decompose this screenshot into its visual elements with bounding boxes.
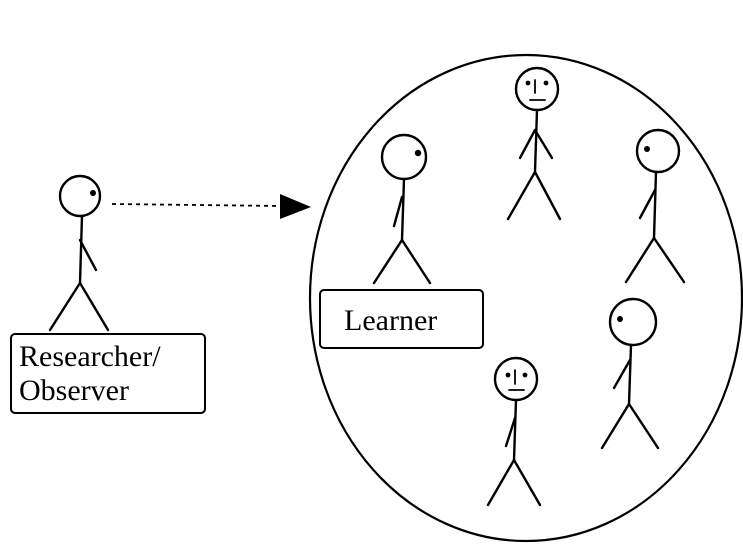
- member-bottom-eye-left: [505, 372, 511, 378]
- member-top-eye-left: [525, 80, 531, 86]
- member-bottom-right-head: [608, 297, 658, 347]
- researcher-label-line1: Researcher/: [19, 340, 161, 373]
- learner-label-box: [319, 289, 484, 349]
- member-top-head: [514, 66, 560, 112]
- group-ellipse: [308, 53, 743, 543]
- learner-eye: [414, 149, 422, 157]
- member-top-arms: [518, 128, 554, 160]
- member-bottom-right-eye: [617, 316, 623, 322]
- observation-arrowhead: [280, 194, 311, 219]
- member-bottom-right-arm: [612, 358, 632, 390]
- member-bottom-body: [512, 398, 518, 462]
- observation-arrow-line: [111, 203, 283, 207]
- group-member-top: [506, 66, 562, 221]
- researcher-label-line2: Observer: [19, 374, 129, 407]
- researcher-eye: [90, 190, 96, 196]
- researcher-head: [58, 174, 102, 218]
- researcher-body: [78, 214, 84, 285]
- member-top-body: [533, 108, 539, 174]
- member-top-eye-right: [543, 80, 549, 86]
- researcher-legs: [48, 281, 110, 332]
- member-top-legs: [506, 170, 562, 221]
- learner-head: [380, 133, 428, 181]
- researcher-label-box: [10, 333, 206, 414]
- member-right-arm: [638, 188, 657, 220]
- learner-figure: [372, 133, 432, 285]
- group-member-bottom-right: [600, 297, 660, 450]
- learner-label: Learner: [344, 304, 437, 337]
- member-bottom-right-legs: [600, 402, 660, 450]
- member-bottom-legs: [486, 458, 542, 507]
- member-right-head: [635, 128, 681, 174]
- group-member-bottom: [486, 356, 542, 507]
- learner-legs: [372, 238, 432, 285]
- learner-arm: [392, 195, 404, 228]
- member-bottom-eye-right: [522, 372, 528, 378]
- member-right-eye: [644, 146, 650, 152]
- member-bottom-arm: [504, 416, 517, 448]
- learner-body: [400, 177, 406, 242]
- member-bottom-head: [493, 356, 539, 402]
- researcher-arm: [78, 238, 98, 272]
- member-right-body: [652, 170, 658, 240]
- group-member-right: [624, 128, 686, 284]
- member-right-legs: [624, 236, 686, 284]
- researcher-figure: [48, 174, 110, 332]
- member-bottom-right-body: [627, 343, 633, 406]
